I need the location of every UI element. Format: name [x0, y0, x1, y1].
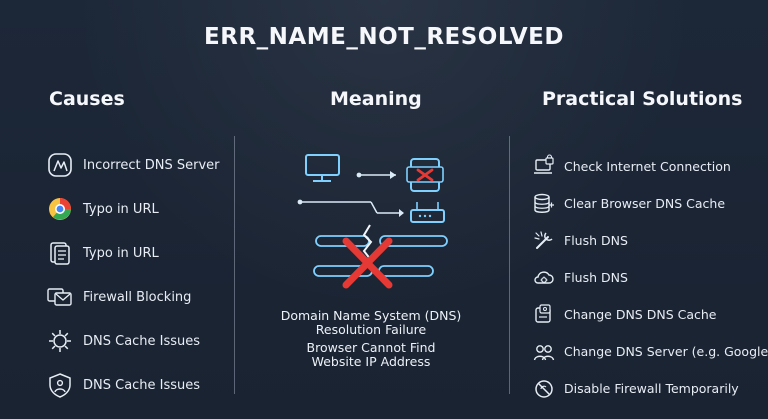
cause-item-dns-cache-issues-2: DNS Cache Issues	[46, 370, 226, 400]
router-gear-icon	[532, 303, 556, 327]
page-title: ERR_NAME_NOT_RESOLVED	[204, 24, 564, 50]
users-icon	[532, 340, 556, 364]
error-server-icon	[406, 158, 444, 192]
cause-item-typo-url-1: Typo in URL	[46, 194, 226, 224]
laptop-lock-icon	[532, 153, 556, 179]
cloud-gear-icon	[532, 266, 556, 290]
right-divider	[509, 136, 510, 394]
dns-failure-diagram	[283, 147, 463, 292]
solution-label: Change DNS DNS Cache	[564, 307, 717, 322]
solution-label: Flush DNS	[564, 270, 628, 285]
solution-label: Flush DNS	[564, 233, 628, 248]
left-divider	[234, 136, 235, 394]
cause-item-typo-url-2: Typo in URL	[46, 238, 226, 268]
firewall-icon	[46, 283, 74, 311]
cause-item-incorrect-dns-server: Incorrect DNS Server	[46, 150, 226, 180]
solutions-list: Check Internet Connection Clear Browser …	[532, 153, 768, 413]
block-icon	[532, 377, 556, 401]
connection-lines	[297, 199, 404, 217]
solution-label: Change DNS Server (e.g. Google DNS)	[564, 344, 768, 359]
solution-item-change-dns-server: Change DNS Server (e.g. Google DNS)	[532, 339, 768, 364]
big-red-x-icon	[342, 237, 393, 289]
gear-icon	[46, 327, 74, 355]
document-list-icon	[46, 239, 74, 267]
solution-label: Check Internet Connection	[564, 159, 731, 174]
cause-label: Firewall Blocking	[83, 289, 192, 305]
causes-list: Incorrect DNS Server Typo in URL	[46, 150, 226, 414]
meaning-line-2: Resolution Failure	[315, 322, 427, 337]
solution-item-clear-browser-dns-cache: Clear Browser DNS Cache	[532, 191, 762, 216]
router-icon	[410, 202, 445, 223]
cause-item-firewall-blocking: Firewall Blocking	[46, 282, 226, 312]
warning-shield-icon	[46, 371, 74, 399]
solution-label: Disable Firewall Temporarily	[564, 381, 739, 396]
solution-label: Clear Browser DNS Cache	[564, 196, 726, 211]
cause-label: Typo in URL	[83, 245, 159, 261]
meaning-line-3: Browser Cannot Find	[306, 340, 436, 355]
solution-item-change-dns-dns-cache: Change DNS DNS Cache	[532, 302, 762, 327]
solutions-heading: Practical Solutions	[542, 88, 743, 110]
cause-label: DNS Cache Issues	[83, 377, 201, 393]
cause-label: Incorrect DNS Server	[83, 157, 220, 173]
connection-arrow-top	[356, 171, 396, 179]
solution-item-disable-firewall-temporarily: Disable Firewall Temporarily	[532, 376, 762, 401]
solution-item-check-internet-connection: Check Internet Connection	[532, 153, 762, 179]
meaning-heading: Meaning	[330, 88, 422, 110]
cause-item-dns-cache-issues-1: DNS Cache Issues	[46, 326, 226, 356]
meaning-line-1: Domain Name System (DNS)	[280, 308, 462, 323]
computer-monitor-icon	[305, 154, 340, 182]
cause-label: DNS Cache Issues	[83, 333, 201, 349]
meaning-line-4: Website IP Address	[311, 354, 431, 369]
causes-heading: Causes	[49, 88, 125, 110]
solution-item-flush-dns-2: Flush DNS	[532, 265, 762, 290]
dns-server-icon	[46, 151, 74, 179]
browser-logo-icon	[46, 195, 74, 223]
wrench-icon	[532, 229, 556, 253]
solution-item-flush-dns-1: Flush DNS	[532, 228, 762, 253]
database-icon	[532, 192, 556, 216]
cause-label: Typo in URL	[83, 201, 159, 217]
